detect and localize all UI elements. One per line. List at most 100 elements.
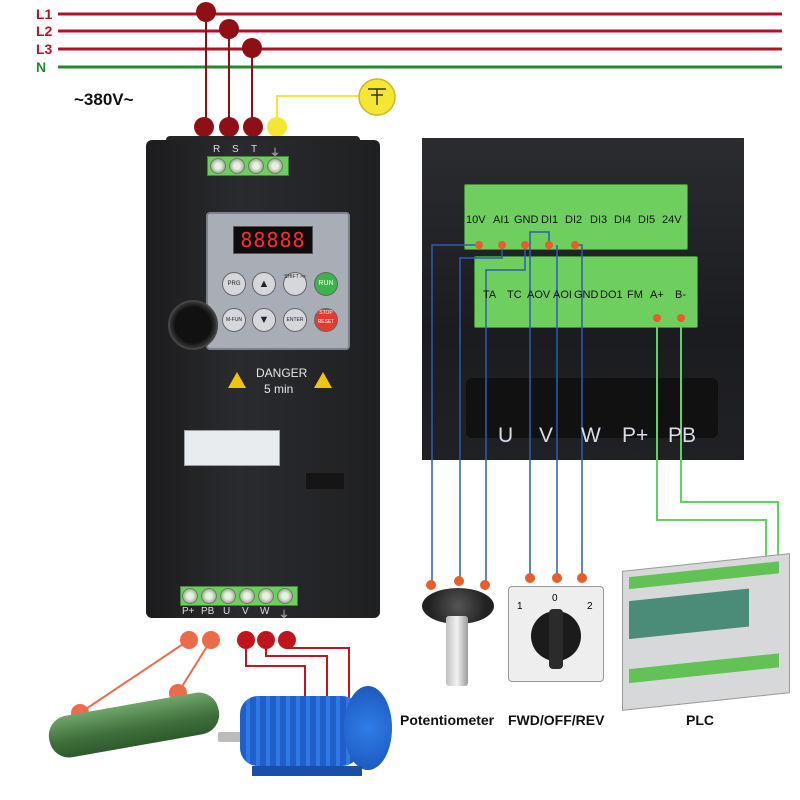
danger-time: 5 min [264, 382, 294, 396]
output-label-v: V [242, 606, 249, 617]
terminal-label-tc: TC [507, 289, 522, 301]
label-l2: L2 [36, 23, 53, 39]
output-screw-p-plus[interactable] [182, 588, 198, 604]
power-label-p-plus: P+ [622, 424, 649, 447]
output-screw-ground[interactable] [277, 588, 293, 604]
junction-l1 [196, 2, 216, 22]
selector-handle [549, 609, 563, 669]
terminal-label-10v: 10V [466, 214, 486, 226]
wire-ground [276, 95, 374, 127]
power-label-u: U [498, 424, 514, 447]
plc-board [629, 588, 749, 640]
selector-switch[interactable]: 1 0 2 [508, 586, 604, 682]
junction-l3 [242, 38, 262, 58]
danger-warning: DANGER 5 min [228, 366, 332, 406]
terminal-label-di3: DI3 [590, 214, 608, 226]
terminal-label-di1: DI1 [541, 214, 559, 226]
input-screw-s[interactable] [229, 158, 245, 174]
output-label-p-plus: P+ [182, 606, 195, 617]
terminal-dot-ground [267, 117, 287, 137]
power-label-pb: PB [668, 424, 697, 447]
top-terminal-row [464, 184, 688, 250]
input-label-t: T [251, 144, 258, 155]
terminal-label-di4: DI4 [614, 214, 632, 226]
terminal-label-do1: DO1 [600, 289, 623, 301]
terminal-label-b-minus: B- [675, 289, 686, 301]
terminal-label-a-plus: A+ [650, 289, 664, 301]
plc-bottom-terminals [629, 653, 779, 684]
terminal-label-di2: DI2 [565, 214, 583, 226]
led-display: 88888 [233, 226, 313, 254]
supply-voltage: ~380V~ [74, 90, 134, 109]
output-screw-pb[interactable] [201, 588, 217, 604]
inverter-control-strip [184, 430, 280, 466]
terminal-label-ta: TA [483, 289, 497, 301]
terminal-label-di5: DI5 [638, 214, 656, 226]
inverter-vent [306, 473, 344, 489]
motor-base [252, 766, 362, 776]
run-button[interactable]: RUN [314, 272, 338, 296]
dot-p-plus-out [180, 631, 198, 649]
output-label-pb: PB [201, 606, 215, 617]
selector-position-2: 2 [587, 601, 593, 612]
wire-p-plus-resistor [79, 639, 190, 714]
power-label-v: V [539, 424, 554, 447]
terminal-label-fm: FM [627, 289, 643, 301]
label-l1: L1 [36, 6, 53, 22]
shift-button[interactable]: SHIFT >> [283, 272, 307, 296]
label-l3: L3 [36, 41, 53, 57]
input-screw-ground[interactable] [267, 158, 283, 174]
stop-reset-button[interactable]: STOP RESET [314, 308, 338, 332]
terminal-label-ai1: AI1 [493, 214, 510, 226]
output-screw-w[interactable] [258, 588, 274, 604]
motor-body [240, 696, 360, 766]
switch-pin-2 [577, 573, 587, 583]
input-label-ground: ⏚ [270, 148, 280, 159]
terminal-label-24v: 24V [662, 214, 682, 226]
selector-position-0: 0 [552, 593, 558, 604]
pot-pin-3 [480, 580, 490, 590]
terminal-label-gnd: GND [514, 214, 539, 226]
terminal-label-aoi: AOI [553, 289, 572, 301]
switch-pin-1 [525, 573, 535, 583]
switch-pin-0 [552, 573, 562, 583]
inverter-unit: R S T ⏚ 88888 PRG ▲ SHIFT >> RUN M-FUN ▼… [146, 136, 380, 621]
output-screw-u[interactable] [220, 588, 236, 604]
plc-unit[interactable] [622, 553, 790, 711]
selector-position-1: 1 [517, 601, 523, 612]
speed-knob[interactable] [168, 300, 218, 350]
danger-title: DANGER [256, 366, 308, 380]
potentiometer[interactable] [418, 576, 498, 690]
input-screw-t[interactable] [248, 158, 264, 174]
motor-end-cap [344, 686, 392, 770]
pot-pin-1 [426, 580, 436, 590]
terminal-label-gnd-2: GND [574, 289, 599, 301]
dot-pb-out [202, 631, 220, 649]
input-screw-r[interactable] [210, 158, 226, 174]
keypad-panel: 88888 PRG ▲ SHIFT >> RUN M-FUN ▼ ENTER S… [206, 212, 350, 350]
output-label-w: W [260, 606, 270, 617]
enter-button[interactable]: ENTER [283, 308, 307, 332]
lightning-icon [314, 372, 332, 388]
down-button[interactable]: ▼ [252, 308, 276, 332]
dot-u-out [237, 631, 255, 649]
electric-motor [218, 686, 392, 782]
output-label-u: U [223, 606, 231, 617]
terminal-dot-r [194, 117, 214, 137]
dot-w-out [278, 631, 296, 649]
output-label-ground: ⏚ [279, 610, 289, 621]
junction-l2 [219, 19, 239, 39]
terminal-dot-s [219, 117, 239, 137]
motor-shaft [218, 732, 246, 742]
pot-pin-2 [454, 576, 464, 586]
mfun-button[interactable]: M-FUN [222, 308, 246, 332]
input-label-s: S [232, 144, 239, 155]
input-label-r: R [213, 144, 221, 155]
up-button[interactable]: ▲ [252, 272, 276, 296]
output-screw-v[interactable] [239, 588, 255, 604]
dot-v-out [257, 631, 275, 649]
power-label-w: W [581, 424, 601, 447]
label-n: N [36, 59, 47, 75]
prg-button[interactable]: PRG [222, 272, 246, 296]
